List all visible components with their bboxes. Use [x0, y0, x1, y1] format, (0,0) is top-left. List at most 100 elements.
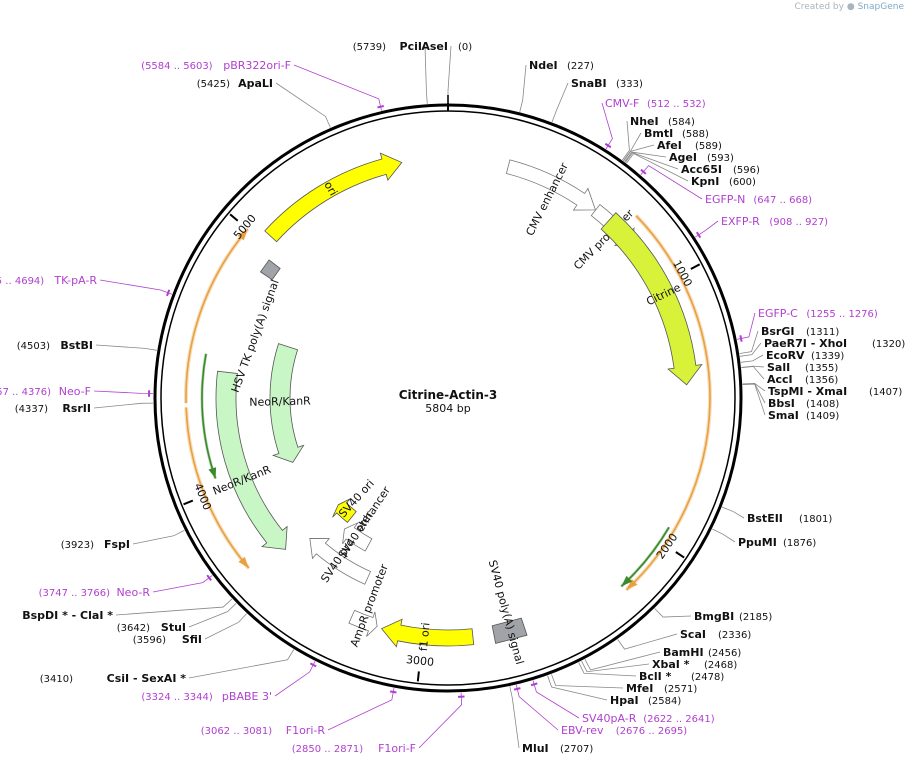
site-pos-ecorv: (1339) [811, 351, 844, 362]
site-bmgbi[interactable]: BmgBI(2185) [694, 610, 772, 623]
primer-pbabe-3[interactable]: pBABE 3'(3324 .. 3344) [141, 690, 272, 703]
site-name-afei: AfeI [657, 139, 682, 152]
feature-ampr-promoter[interactable] [348, 609, 378, 637]
primer-mark-pbabe-3 [309, 662, 317, 668]
site-agei[interactable]: AgeI(593) [669, 151, 734, 164]
feature-sv40-enhancer[interactable] [342, 521, 373, 552]
site-name-pcii: PciI [400, 40, 422, 53]
site-leader-ndei [519, 64, 527, 112]
primer-egfp-c[interactable]: EGFP-C(1255 .. 1276) [758, 307, 878, 320]
feature-neor-kanr[interactable] [215, 370, 288, 550]
site-name-xbai: XbaI * [652, 658, 690, 671]
primer-range-tk-pa-r: (4675 .. 4694) [0, 276, 44, 287]
site-pos-ppumi: (1876) [783, 538, 816, 549]
primer-f1ori-r[interactable]: F1ori-R(3062 .. 3081) [201, 724, 326, 737]
site-pos-bamhi: (2456) [708, 648, 741, 659]
site-leader-bsteii [721, 506, 745, 519]
site-paer7i-xhoi[interactable]: PaeR7I - XhoI(1320) [764, 337, 905, 350]
primer-ebv-rev[interactable]: EBV-rev(2676 .. 2695) [561, 724, 687, 737]
feature-ori[interactable] [264, 152, 403, 243]
primer-pbr322ori-f[interactable]: pBR322ori-F(5584 .. 5603) [141, 59, 291, 72]
site-sfii[interactable]: SfiI(3596) [133, 633, 202, 646]
site-acc65i[interactable]: Acc65I(596) [681, 163, 760, 176]
site-fspi[interactable]: FspI(3923) [61, 538, 130, 551]
site-pos-fspi: (3923) [61, 540, 94, 551]
site-pos-rsrii: (4337) [15, 404, 48, 415]
site-mlui[interactable]: MluI(2707) [522, 742, 593, 755]
orange-span-left [185, 407, 250, 569]
site-snabi[interactable]: SnaBI(333) [571, 77, 643, 90]
primer-neo-f[interactable]: Neo-F(4357 .. 4376) [0, 385, 91, 398]
primer-sv40pa-r[interactable]: SV40pA-R(2622 .. 2641) [582, 712, 715, 725]
site-rsrii[interactable]: RsrII(4337) [15, 402, 91, 415]
orange-span-left-arrowhead [238, 556, 249, 569]
site-pos-paer7i-xhoi: (1320) [872, 339, 905, 350]
site-bmti[interactable]: BmtI(588) [644, 127, 709, 140]
site-name-bspdi-clai: BspDI * - ClaI * [22, 609, 113, 622]
feature-hsv-tk-poly-a-signal[interactable] [259, 259, 281, 281]
site-bspdi-clai[interactable]: BspDI * - ClaI *(3661) [0, 609, 113, 622]
site-leader-mlui [509, 686, 520, 749]
primer-leader-neo-r [152, 575, 213, 593]
site-bstbi[interactable]: BstBI(4503) [17, 339, 93, 352]
primer-leader-egfp-c [737, 312, 756, 340]
site-leader-stui [188, 603, 237, 628]
site-pos-kpni: (600) [729, 177, 756, 188]
site-pos-snabi: (333) [616, 79, 643, 90]
site-apali[interactable]: ApaLI (5425) [197, 77, 273, 90]
site-bbsi[interactable]: BbsI(1408) [768, 397, 839, 410]
site-afei[interactable]: AfeI(589) [657, 139, 722, 152]
site-sali[interactable]: SalI(1355) [767, 361, 838, 374]
site-asei[interactable]: AseI(0) [421, 40, 472, 53]
site-hpai[interactable]: HpaI(2584) [610, 694, 681, 707]
site-scai[interactable]: ScaI(2336) [680, 628, 751, 641]
site-xbai[interactable]: XbaI *(2468) [652, 658, 737, 671]
feature-sv40-ori[interactable] [332, 498, 357, 523]
site-bcli[interactable]: BclI *(2478) [639, 670, 724, 683]
site-bsteii[interactable]: BstEII(1801) [747, 512, 832, 525]
feature-f1-ori[interactable] [380, 618, 475, 648]
primer-exfp-r[interactable]: EXFP-R(908 .. 927) [721, 215, 828, 228]
site-leader-bmti [623, 132, 642, 162]
site-leader-bcli [578, 662, 637, 677]
site-kpni[interactable]: KpnI(600) [691, 175, 756, 188]
site-pos-apali: (5425) [197, 79, 230, 90]
site-mfei[interactable]: MfeI(2571) [626, 682, 697, 695]
primer-cmv-f[interactable]: CMV-F(512 .. 532) [605, 97, 706, 110]
site-pos-sali: (1355) [805, 363, 838, 374]
site-name-bmti: BmtI [644, 127, 673, 140]
site-pos-bbsi: (1408) [806, 399, 839, 410]
primer-mark-exfp-r [695, 231, 702, 239]
primer-range-neo-r: (3747 .. 3766) [39, 588, 111, 599]
feature-label-sv40-poly-a-signal: SV40 poly(A) signal [486, 559, 526, 666]
site-leader-bstbi [95, 344, 157, 351]
site-pos-bsteii: (1801) [799, 514, 832, 525]
site-bsrgi[interactable]: BsrGI(1311) [761, 325, 839, 338]
site-stui[interactable]: StuI(3642) [117, 621, 186, 634]
primer-name-egfp-n: EGFP-N [705, 193, 745, 206]
feature-sv40-poly-a-signal[interactable] [491, 617, 528, 644]
site-csii-sexai[interactable]: CsiI - SexAI *(3410) [40, 672, 187, 685]
primer-name-egfp-c: EGFP-C [758, 307, 798, 320]
site-nhei[interactable]: NheI(584) [630, 115, 695, 128]
credit-prefix: Created by [794, 2, 844, 12]
site-name-apali: ApaLI [238, 77, 273, 90]
site-acci[interactable]: AccI(1356) [767, 373, 838, 386]
site-ecorv[interactable]: EcoRV(1339) [766, 349, 844, 362]
primer-egfp-n[interactable]: EGFP-N(647 .. 668) [705, 193, 812, 206]
primer-f1ori-f[interactable]: F1ori-F(2850 .. 2871) [292, 742, 416, 755]
primer-tk-pa-r[interactable]: TK-pA-R(4675 .. 4694) [0, 274, 97, 287]
feature-cmv-enhancer[interactable] [505, 159, 596, 211]
site-ndei[interactable]: NdeI(227) [529, 59, 594, 72]
feature-citrine[interactable] [600, 212, 703, 386]
site-smai[interactable]: SmaI(1409) [768, 409, 839, 422]
site-bamhi[interactable]: BamHI(2456) [663, 646, 741, 659]
site-pcii[interactable]: PciI(5739) [353, 40, 422, 53]
site-name-acci: AccI [767, 373, 793, 386]
primer-neo-r[interactable]: Neo-R(3747 .. 3766) [39, 586, 151, 599]
site-tspmi-xmai[interactable]: TspMI - XmaI(1407) [768, 385, 902, 398]
site-ppumi[interactable]: PpuMI(1876) [738, 536, 816, 549]
feature-sv40-promoter[interactable] [309, 538, 372, 585]
primer-mark-tk-pa-r [166, 289, 171, 297]
feature-neor-kanr[interactable] [269, 343, 305, 463]
